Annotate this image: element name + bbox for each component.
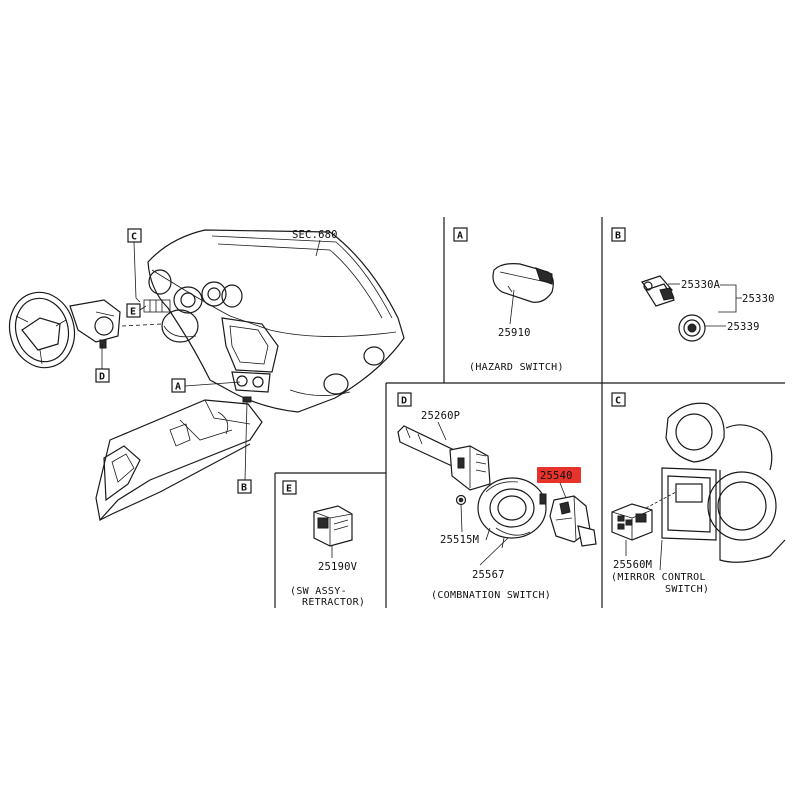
panel-d: D 25260P 25515M 25567 25540 [397, 392, 597, 601]
retractor-switch-part [313, 505, 353, 547]
panel-c-caption-line1: (MIRROR CONTROL [611, 572, 706, 583]
mirror-control-switch-part [611, 503, 653, 541]
panel-e: E 25190V (SW ASSY- RETRACTOR) [282, 480, 365, 608]
panel-b-letter-box [611, 227, 626, 242]
panel-c-part-25560m: 25560M [613, 559, 652, 571]
main-callouts: C E D A B SEC.680 [95, 228, 338, 494]
panel-b-part-25339: 25339 [727, 321, 760, 333]
panel-d-part-25540: 25540 [540, 470, 573, 482]
panel-c-letter: C [615, 396, 621, 407]
callout-box-d [95, 368, 110, 383]
panel-a-part-25910: 25910 [498, 327, 531, 339]
panel-d-letter-box [397, 392, 412, 407]
callout-d: D [99, 372, 105, 383]
panel-e-letter-box [282, 480, 297, 495]
hazard-switch-part [492, 263, 554, 303]
panel-frames [274, 217, 785, 608]
socket-ring-part [678, 314, 706, 342]
panel-e-caption-line2: RETRACTOR) [302, 597, 365, 608]
dash-closeup-illustration [659, 402, 786, 571]
panel-a-caption: (HAZARD SWITCH) [469, 362, 564, 373]
panel-a-letter-box [453, 227, 468, 242]
callout-c: C [131, 232, 137, 243]
spiral-cable-part [477, 477, 547, 549]
panel-b: B 25330A 25330 25339 [611, 227, 775, 342]
callout-b: B [241, 483, 247, 494]
panel-d-caption: (COMBNATION SWITCH) [431, 590, 551, 601]
sec-ref-label: SEC.680 [292, 229, 338, 241]
panel-d-part-25515m: 25515M [440, 534, 479, 546]
panel-a-letter: A [457, 231, 463, 242]
callout-a: A [175, 382, 181, 393]
panel-d-highlight [537, 467, 581, 483]
callout-box-c [127, 228, 142, 243]
panel-b-part-25330a: 25330A [681, 279, 721, 291]
panel-e-part-25190v: 25190V [318, 561, 358, 573]
panel-c-letter-box [611, 392, 626, 407]
lighting-switch-part [549, 495, 597, 547]
panel-b-part-25330: 25330 [742, 293, 775, 305]
panel-b-letter: B [615, 231, 621, 242]
panel-c-caption-line2: SWITCH) [665, 584, 709, 595]
steering-wheel-illustration [8, 291, 121, 369]
panel-c: C 25560M (MIRROR CONTROL SWITCH) [611, 392, 786, 595]
panel-d-part-25260p: 25260P [421, 410, 460, 422]
panel-e-letter: E [286, 484, 292, 495]
panel-a: A 25910 (HAZARD SWITCH) [453, 227, 564, 373]
callout-box-a [171, 378, 186, 393]
panel-d-part-25567: 25567 [472, 569, 505, 581]
small-clip-part [455, 494, 467, 506]
callout-e: E [130, 307, 136, 318]
callout-box-b [237, 479, 252, 494]
panel-e-caption-line1: (SW ASSY- [290, 586, 347, 597]
dashboard-illustration [95, 229, 405, 522]
cigarette-lighter-part [641, 275, 675, 307]
callout-box-e [126, 303, 141, 318]
panel-d-letter: D [401, 396, 407, 407]
wiper-lever-part [397, 425, 491, 491]
